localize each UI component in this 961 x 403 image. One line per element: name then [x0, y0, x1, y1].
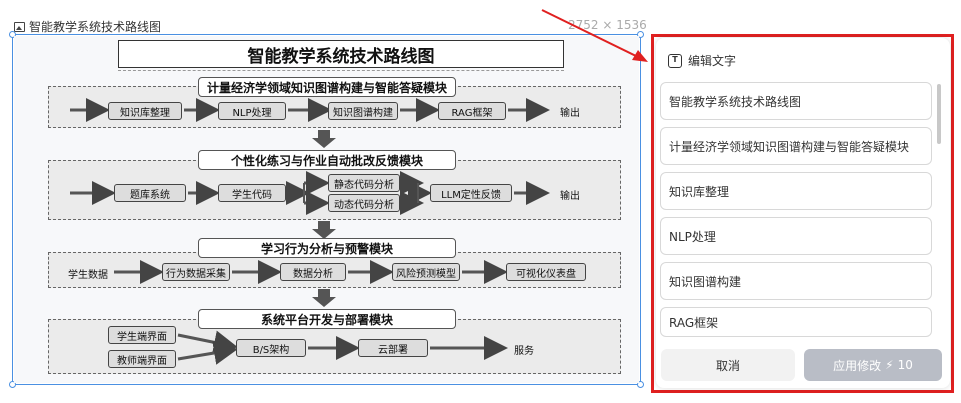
node-student-ui: 学生端界面 [108, 326, 176, 344]
image-caption-text: 智能教学系统技术路线图 [29, 20, 162, 34]
image-icon [14, 21, 25, 32]
diagram-arrows [70, 98, 550, 365]
panel-header: T 编辑文字 [668, 52, 736, 69]
output-label-1: 输出 [560, 108, 580, 119]
start-label-student-data: 学生数据 [68, 270, 108, 281]
diagram-title: 智能教学系统技术路线图 [118, 40, 564, 68]
edit-text-panel: T 编辑文字 智能教学系统技术路线图 计量经济学领域知识图谱构建与智能答疑模块 … [656, 38, 950, 388]
highlight-frame [651, 34, 954, 393]
text-field-3[interactable]: 知识库整理 [660, 172, 932, 210]
text-field-1[interactable]: 智能教学系统技术路线图 [660, 82, 932, 120]
node-knowledge-graph: 知识图谱构建 [328, 102, 398, 120]
text-field-2[interactable]: 计量经济学领域知识图谱构建与智能答疑模块 [660, 127, 932, 165]
node-knowledge-base: 知识库整理 [108, 102, 182, 120]
panel-scrollbar[interactable] [937, 84, 941, 144]
node-risk-model: 风险预测模型 [392, 263, 460, 281]
title-divider [118, 70, 564, 71]
node-behavior-collect: 行为数据采集 [162, 263, 230, 281]
section-2-header: 个性化练习与作业自动批改反馈模块 [198, 150, 456, 170]
resize-handle-bl[interactable] [9, 381, 16, 388]
output-label-service: 服务 [514, 346, 534, 357]
section-4-header: 系统平台开发与部署模块 [198, 309, 456, 329]
selection-frame[interactable] [12, 34, 641, 385]
node-question-bank: 题库系统 [114, 184, 186, 202]
node-bs-architecture: B/S架构 [236, 339, 306, 357]
section-1-header: 计量经济学领域知识图谱构建与智能答疑模块 [198, 77, 456, 97]
node-student-code: 学生代码 [218, 184, 286, 202]
apply-cost: 10 [897, 358, 913, 372]
resize-handle-tl[interactable] [9, 31, 16, 38]
text-edit-icon: T [668, 53, 682, 68]
node-static-analysis: 静态代码分析 [328, 174, 400, 192]
node-nlp: NLP处理 [218, 102, 286, 120]
section-3-header: 学习行为分析与预警模块 [198, 238, 456, 258]
text-field-6[interactable]: RAG框架 [660, 307, 932, 337]
node-dashboard: 可视化仪表盘 [506, 263, 586, 281]
bolt-icon: ⚡ [885, 358, 894, 372]
roadmap-diagram[interactable]: 智能教学系统技术路线图 [14, 36, 639, 383]
image-dimensions: 2752 × 1536 [568, 18, 647, 32]
resize-handle-br[interactable] [637, 381, 644, 388]
apply-changes-button[interactable]: 应用修改 ⚡ 10 [804, 349, 942, 381]
text-field-5[interactable]: 知识图谱构建 [660, 262, 932, 300]
node-dynamic-analysis: 动态代码分析 [328, 194, 400, 212]
text-field-4[interactable]: NLP处理 [660, 217, 932, 255]
node-teacher-ui: 教师端界面 [108, 350, 176, 368]
node-cloud-deploy: 云部署 [358, 339, 428, 357]
node-llm-feedback: LLM定性反馈 [430, 184, 512, 202]
panel-heading: 编辑文字 [688, 54, 737, 68]
apply-label: 应用修改 [833, 358, 882, 373]
node-data-analysis: 数据分析 [280, 263, 346, 281]
output-label-2: 输出 [560, 191, 580, 202]
cancel-button[interactable]: 取消 [661, 349, 795, 381]
image-caption: 智能教学系统技术路线图 [14, 18, 161, 35]
node-rag: RAG框架 [438, 102, 506, 120]
